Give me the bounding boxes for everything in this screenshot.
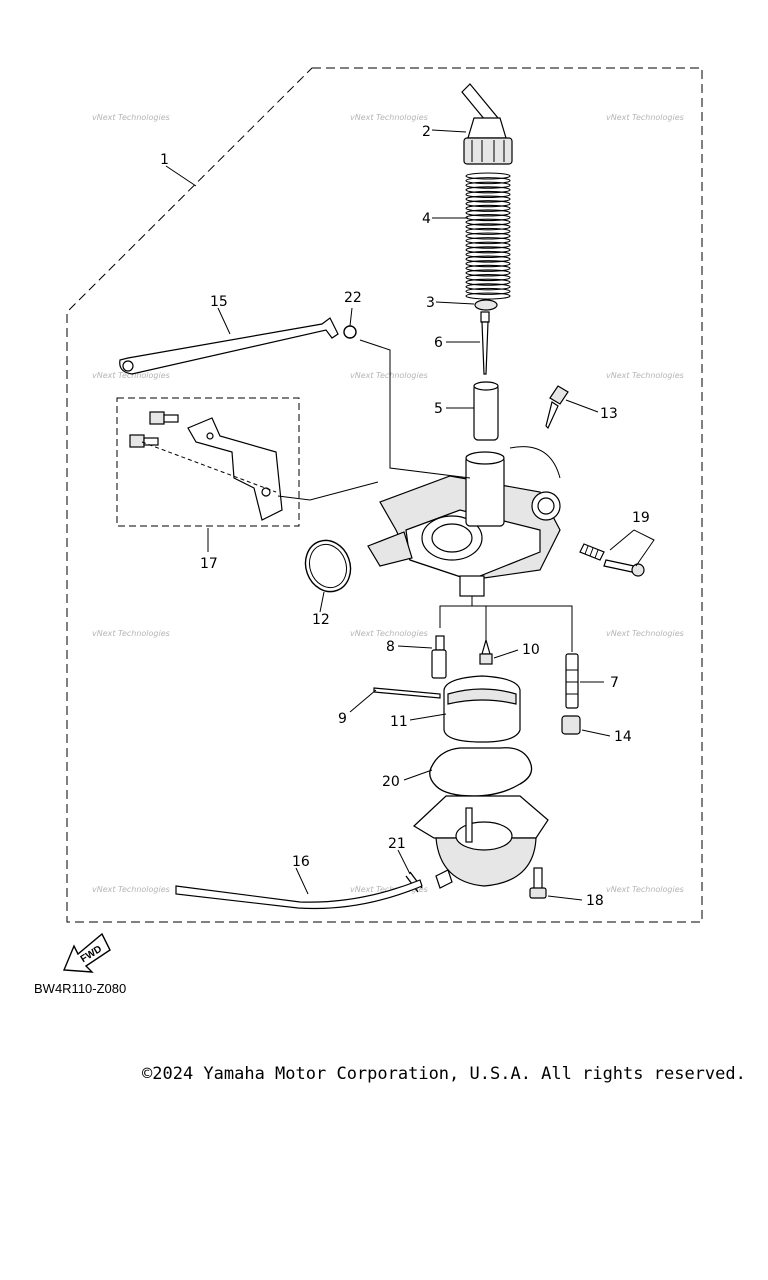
callout-9[interactable]: 9	[338, 711, 347, 727]
float-bowl[interactable]	[413, 795, 549, 889]
callout-15[interactable]: 15	[210, 294, 228, 310]
spring-coil	[465, 273, 511, 282]
watermark: vNext Technologies	[606, 113, 684, 122]
part-17-bracket-assembly[interactable]	[129, 411, 283, 521]
part-5-throttle-valve[interactable]	[473, 381, 499, 441]
watermark: vNext Technologies	[92, 371, 170, 380]
watermark: vNext Technologies	[92, 629, 170, 638]
spring-coil	[465, 260, 511, 268]
part-12-o-ring[interactable]	[298, 534, 357, 598]
carburetor-body[interactable]	[367, 446, 561, 597]
part-20-float-bowl-gasket[interactable]	[429, 747, 533, 797]
watermark: vNext Technologies	[350, 371, 428, 380]
watermark: vNext Technologies	[606, 629, 684, 638]
callout-16[interactable]: 16	[292, 854, 310, 870]
fwd-arrow-icon: FWD	[62, 932, 111, 973]
spring-coil	[465, 241, 511, 249]
callout-5[interactable]: 5	[434, 401, 443, 417]
callout-labels: 1 2 3 4 5 6 7 8 9 10 11 12 13 14 15 16 1…	[160, 124, 650, 909]
spring-coil	[465, 237, 511, 245]
spring-coil	[465, 264, 511, 272]
callout-17[interactable]: 17	[200, 556, 218, 572]
part-10-main-jet[interactable]	[479, 637, 493, 665]
callout-14[interactable]: 14	[614, 729, 632, 745]
callout-8[interactable]: 8	[386, 639, 395, 655]
spring-coil	[465, 232, 511, 240]
watermark: vNext Technologies	[606, 885, 684, 894]
callout-4[interactable]: 4	[422, 211, 431, 227]
subassembly-17-boundary	[116, 397, 300, 527]
part-14-plug[interactable]	[561, 715, 581, 735]
spring-coil	[465, 204, 511, 212]
callout-2[interactable]: 2	[422, 124, 431, 140]
callout-11[interactable]: 11	[390, 714, 408, 730]
spring-coil	[465, 190, 511, 199]
spring-coil	[465, 195, 511, 203]
part-9-float-pin[interactable]	[373, 687, 441, 699]
watermark: vNext Technologies	[606, 371, 684, 380]
spring-coil	[465, 255, 511, 263]
part-3-clip[interactable]	[474, 299, 498, 311]
spring-coil	[465, 177, 511, 185]
callout-19[interactable]: 19	[632, 510, 650, 526]
callout-3[interactable]: 3	[426, 295, 435, 311]
callout-12[interactable]: 12	[312, 612, 330, 628]
watermark-group: vNext Technologies vNext Technologies vN…	[92, 113, 684, 894]
callout-21[interactable]: 21	[388, 836, 406, 852]
part-13-pilot-screw[interactable]	[545, 385, 569, 430]
spring-coil	[465, 246, 511, 254]
part-7-pilot-jet[interactable]	[565, 653, 579, 709]
watermark: vNext Technologies	[350, 885, 428, 894]
copyright-notice: ©2024 Yamaha Motor Corporation, U.S.A. A…	[142, 1064, 746, 1084]
watermark: vNext Technologies	[350, 113, 428, 122]
part-4-spring[interactable]	[465, 172, 511, 300]
part-16-drain-hose[interactable]	[175, 879, 423, 910]
spring-coil	[465, 181, 511, 189]
part-22-circlip[interactable]	[343, 325, 357, 339]
callout-22[interactable]: 22	[344, 290, 362, 306]
watermark: vNext Technologies	[92, 113, 170, 122]
part-6-jet-needle[interactable]	[480, 311, 490, 375]
spring-coil	[465, 283, 511, 291]
assembly-boundary	[66, 67, 703, 923]
spring-coil	[465, 223, 511, 231]
spring-coil	[465, 218, 511, 226]
callout-13[interactable]: 13	[600, 406, 618, 422]
spring-coil	[465, 186, 511, 194]
part-19-throttle-stop-screw[interactable]	[579, 543, 645, 577]
spring-coil	[465, 172, 511, 180]
part-18-drain-screw[interactable]	[529, 867, 547, 899]
part-8-needle-jet[interactable]	[431, 635, 447, 679]
watermark: vNext Technologies	[92, 885, 170, 894]
spring-coil	[465, 287, 511, 295]
spring-coil	[465, 250, 511, 259]
callout-18[interactable]: 18	[586, 893, 604, 909]
callout-10[interactable]: 10	[522, 642, 540, 658]
spring-coil	[465, 278, 511, 286]
leader-lines	[141, 129, 655, 901]
spring-coil	[465, 292, 511, 300]
callout-1[interactable]: 1	[160, 152, 169, 168]
spring-coil	[465, 227, 511, 235]
callout-7[interactable]: 7	[610, 675, 619, 691]
part-15-lever-rod[interactable]	[119, 317, 339, 375]
callout-20[interactable]: 20	[382, 774, 400, 790]
spring-coil	[465, 200, 511, 208]
watermark: vNext Technologies	[350, 629, 428, 638]
drawing-code: BW4R110-Z080	[34, 981, 126, 996]
spring-coil	[465, 209, 511, 217]
spring-coil	[465, 269, 511, 277]
part-2-top-cap[interactable]	[461, 83, 513, 165]
callout-6[interactable]: 6	[434, 335, 443, 351]
part-11-float[interactable]	[443, 675, 521, 743]
